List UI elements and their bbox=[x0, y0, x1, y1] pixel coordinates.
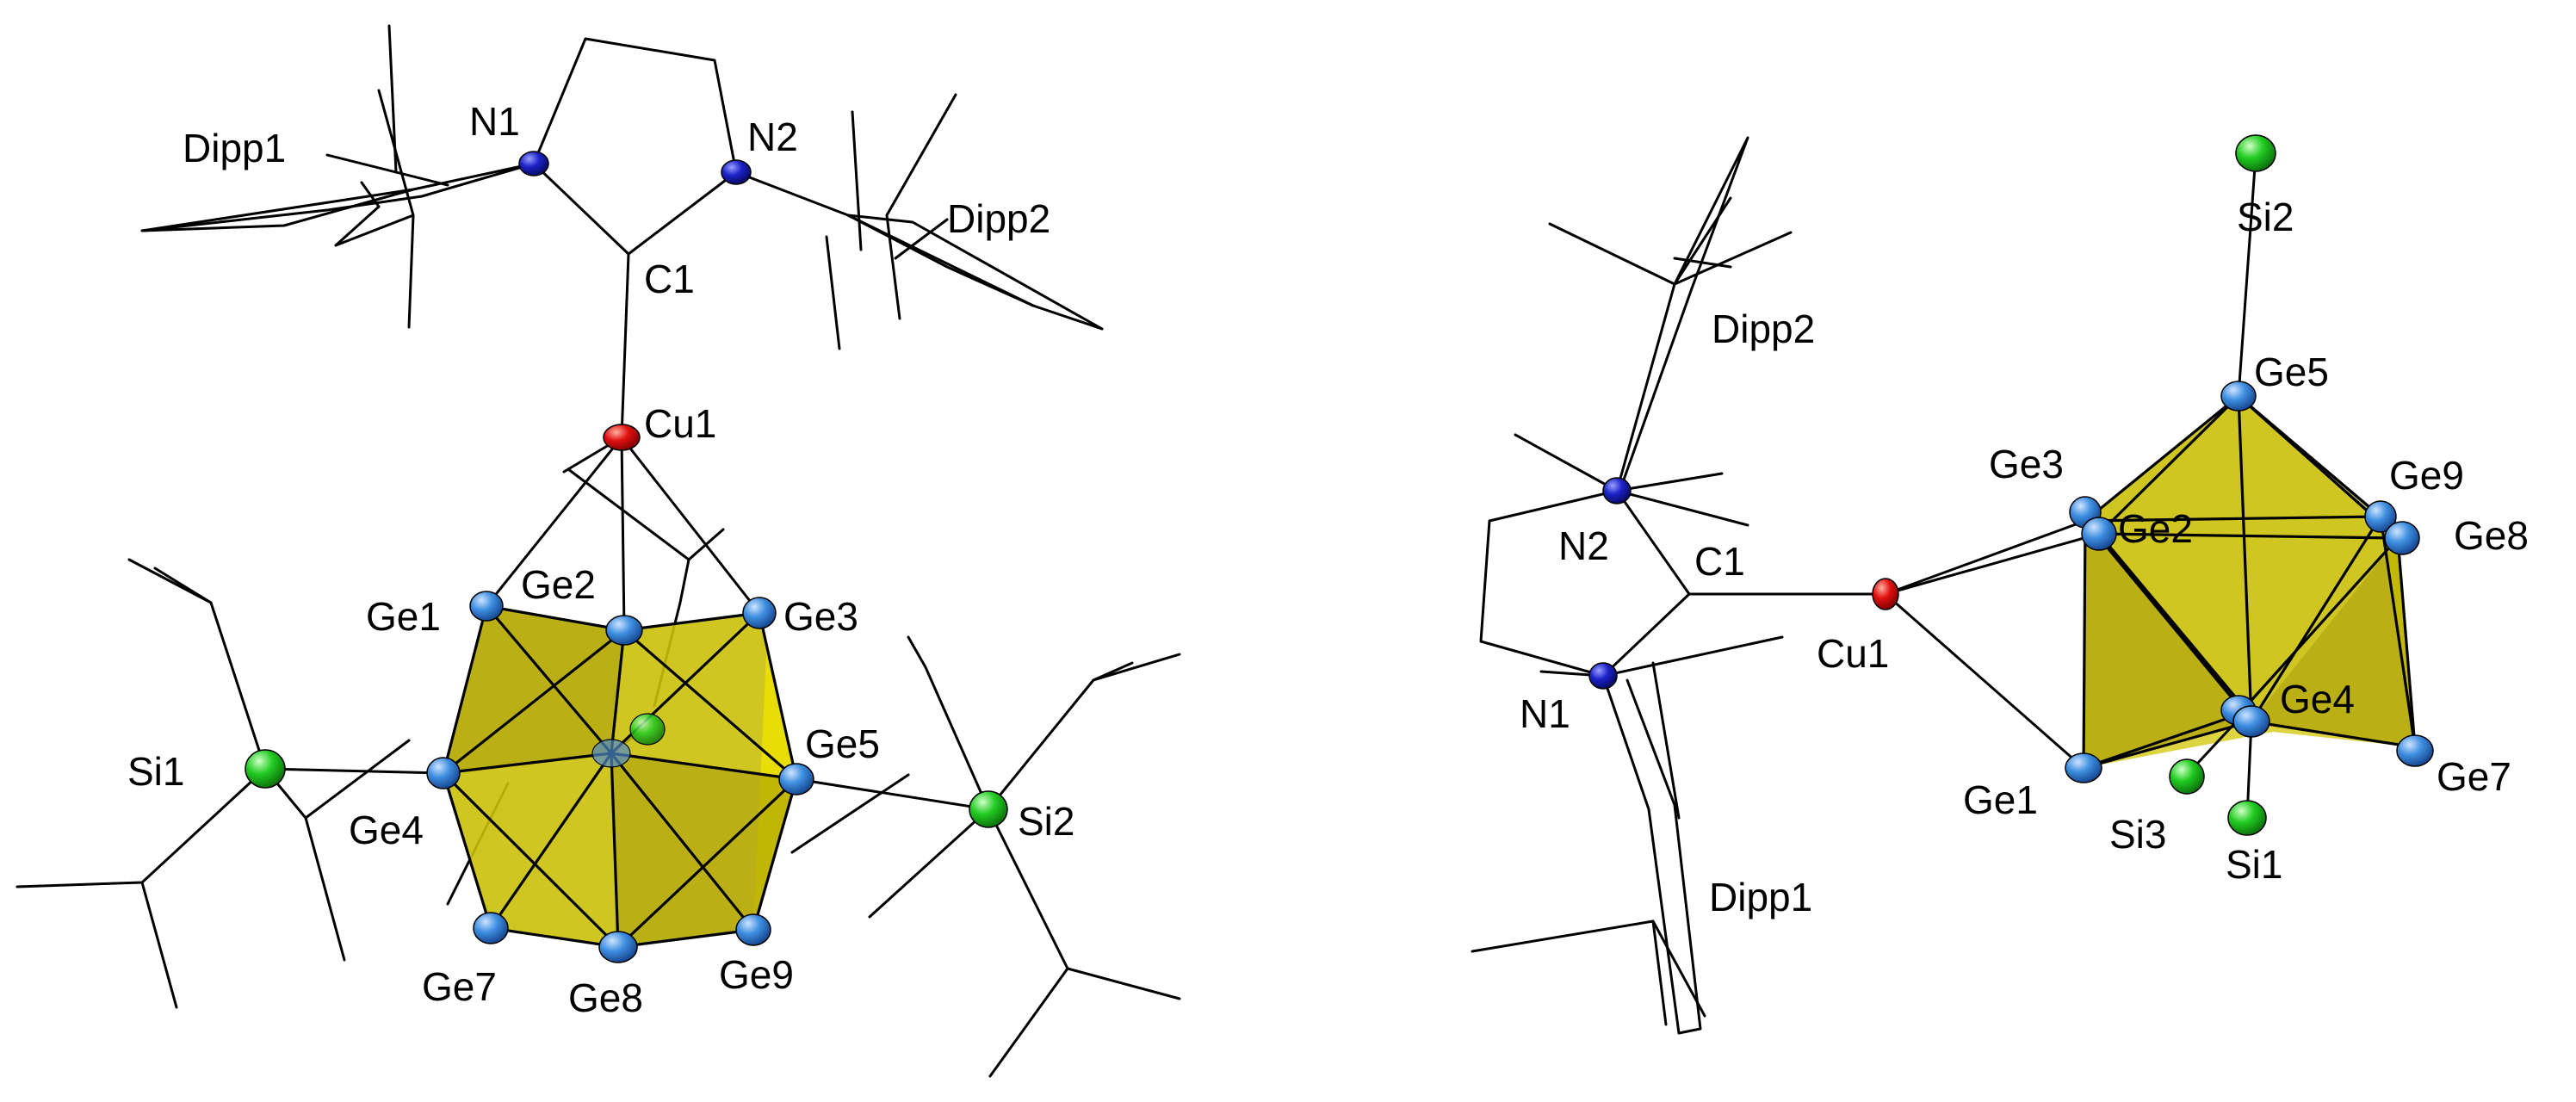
left-atom-ge8 bbox=[598, 931, 638, 963]
right-atom-ge7 bbox=[2396, 734, 2434, 767]
right-label-ge3: Ge3 bbox=[1989, 442, 2064, 486]
right-atom-n2 bbox=[1602, 477, 1632, 505]
left-label-ge1: Ge1 bbox=[366, 594, 441, 639]
left-atoms bbox=[245, 151, 1008, 963]
right-nhc-ring bbox=[1479, 489, 1887, 678]
right-atom-n1 bbox=[1588, 662, 1618, 690]
left-label-cu1: Cu1 bbox=[644, 401, 716, 446]
right-label-c1: C1 bbox=[1694, 539, 1745, 584]
left-atom-n1 bbox=[518, 151, 549, 176]
left-label-ge8: Ge8 bbox=[568, 975, 643, 1020]
right-atom-ge2 bbox=[2081, 517, 2117, 551]
right-dipp1-ligand bbox=[1471, 635, 1784, 1035]
right-label-dipp1: Dipp1 bbox=[1709, 875, 1812, 919]
left-si1-substituents bbox=[15, 558, 445, 1009]
left-dipp1-ligand bbox=[140, 24, 536, 329]
left-atom-ge7 bbox=[473, 912, 509, 944]
left-label-ge5: Ge5 bbox=[805, 721, 880, 766]
left-atom-ge1 bbox=[469, 591, 504, 622]
left-atom-ge2 bbox=[605, 615, 643, 646]
left-label-ge7: Ge7 bbox=[422, 964, 497, 1009]
right-label-ge8: Ge8 bbox=[2454, 513, 2529, 558]
left-dipp2-ligand bbox=[734, 93, 1104, 350]
right-label-si1: Si1 bbox=[2226, 842, 2282, 887]
right-label-ge9: Ge9 bbox=[2389, 453, 2464, 498]
left-structure: Dipp1 N1 N2 C1 Dipp2 Cu1 Ge1 Ge2 Ge3 Ge4… bbox=[15, 24, 1181, 1078]
left-si2-substituents bbox=[790, 635, 1181, 1078]
right-label-si2: Si2 bbox=[2237, 195, 2294, 239]
left-atom-ge9 bbox=[735, 913, 771, 946]
right-label-ge7: Ge7 bbox=[2437, 754, 2511, 799]
left-nhc-ring bbox=[532, 37, 738, 439]
right-atom-ge9 bbox=[2364, 500, 2397, 533]
left-label-ge9: Ge9 bbox=[719, 952, 794, 997]
right-atom-ge5 bbox=[2220, 381, 2257, 412]
left-atom-n2 bbox=[721, 159, 752, 185]
right-label-n1: N1 bbox=[1520, 691, 1570, 736]
left-label-ge4: Ge4 bbox=[349, 808, 424, 852]
right-dipp2-ligand bbox=[1514, 136, 1793, 527]
left-atom-ge3 bbox=[742, 597, 777, 629]
right-cu-cluster-bonds bbox=[1884, 519, 2101, 770]
right-atom-ge1 bbox=[2065, 752, 2102, 783]
left-label-si2: Si2 bbox=[1018, 799, 1074, 844]
right-label-si3: Si3 bbox=[2109, 812, 2166, 857]
right-atom-ge8 bbox=[2384, 521, 2420, 555]
left-labels: Dipp1 N1 N2 C1 Dipp2 Cu1 Ge1 Ge2 Ge3 Ge4… bbox=[127, 99, 1074, 1020]
left-ge9-cluster bbox=[442, 604, 798, 949]
right-label-ge2: Ge2 bbox=[2118, 506, 2193, 551]
right-label-ge4: Ge4 bbox=[2280, 677, 2355, 721]
right-label-cu1: Cu1 bbox=[1817, 631, 1889, 676]
left-label-n2: N2 bbox=[747, 115, 798, 159]
right-atom-si3 bbox=[2169, 758, 2205, 795]
right-structure: Dipp2 N2 C1 Cu1 N1 Dipp1 Si2 Ge5 Ge3 Ge2… bbox=[1471, 134, 2529, 1035]
right-atom-ge4 bbox=[2232, 705, 2270, 738]
left-atom-si2 bbox=[969, 790, 1008, 828]
left-atom-cu1 bbox=[603, 424, 641, 451]
right-label-ge1: Ge1 bbox=[1963, 777, 2038, 822]
right-atom-si1 bbox=[2227, 800, 2267, 836]
left-atom-si1 bbox=[245, 749, 286, 789]
left-label-ge2: Ge2 bbox=[521, 562, 596, 607]
left-label-ge3: Ge3 bbox=[783, 594, 858, 639]
left-cu-cluster-bonds bbox=[485, 436, 761, 632]
right-label-ge5: Ge5 bbox=[2254, 350, 2329, 394]
right-ge9-cluster bbox=[2082, 394, 2417, 770]
left-atom-si-back bbox=[629, 713, 666, 746]
left-label-c1: C1 bbox=[644, 257, 695, 301]
left-label-si1: Si1 bbox=[127, 749, 184, 794]
right-atoms bbox=[1588, 134, 2434, 836]
right-atom-cu1 bbox=[1872, 578, 1899, 610]
left-label-dipp2: Dipp2 bbox=[947, 196, 1050, 241]
right-label-dipp2: Dipp2 bbox=[1712, 306, 1815, 351]
right-label-n2: N2 bbox=[1558, 523, 1609, 568]
left-atom-ge4 bbox=[426, 757, 461, 789]
left-atom-ge6 bbox=[591, 739, 631, 768]
left-label-dipp1: Dipp1 bbox=[183, 126, 286, 170]
right-labels: Dipp2 N2 C1 Cu1 N1 Dipp1 Si2 Ge5 Ge3 Ge2… bbox=[1520, 195, 2529, 919]
left-label-n1: N1 bbox=[469, 99, 520, 144]
right-atom-si2 bbox=[2235, 134, 2276, 172]
left-atom-ge5 bbox=[778, 763, 814, 796]
